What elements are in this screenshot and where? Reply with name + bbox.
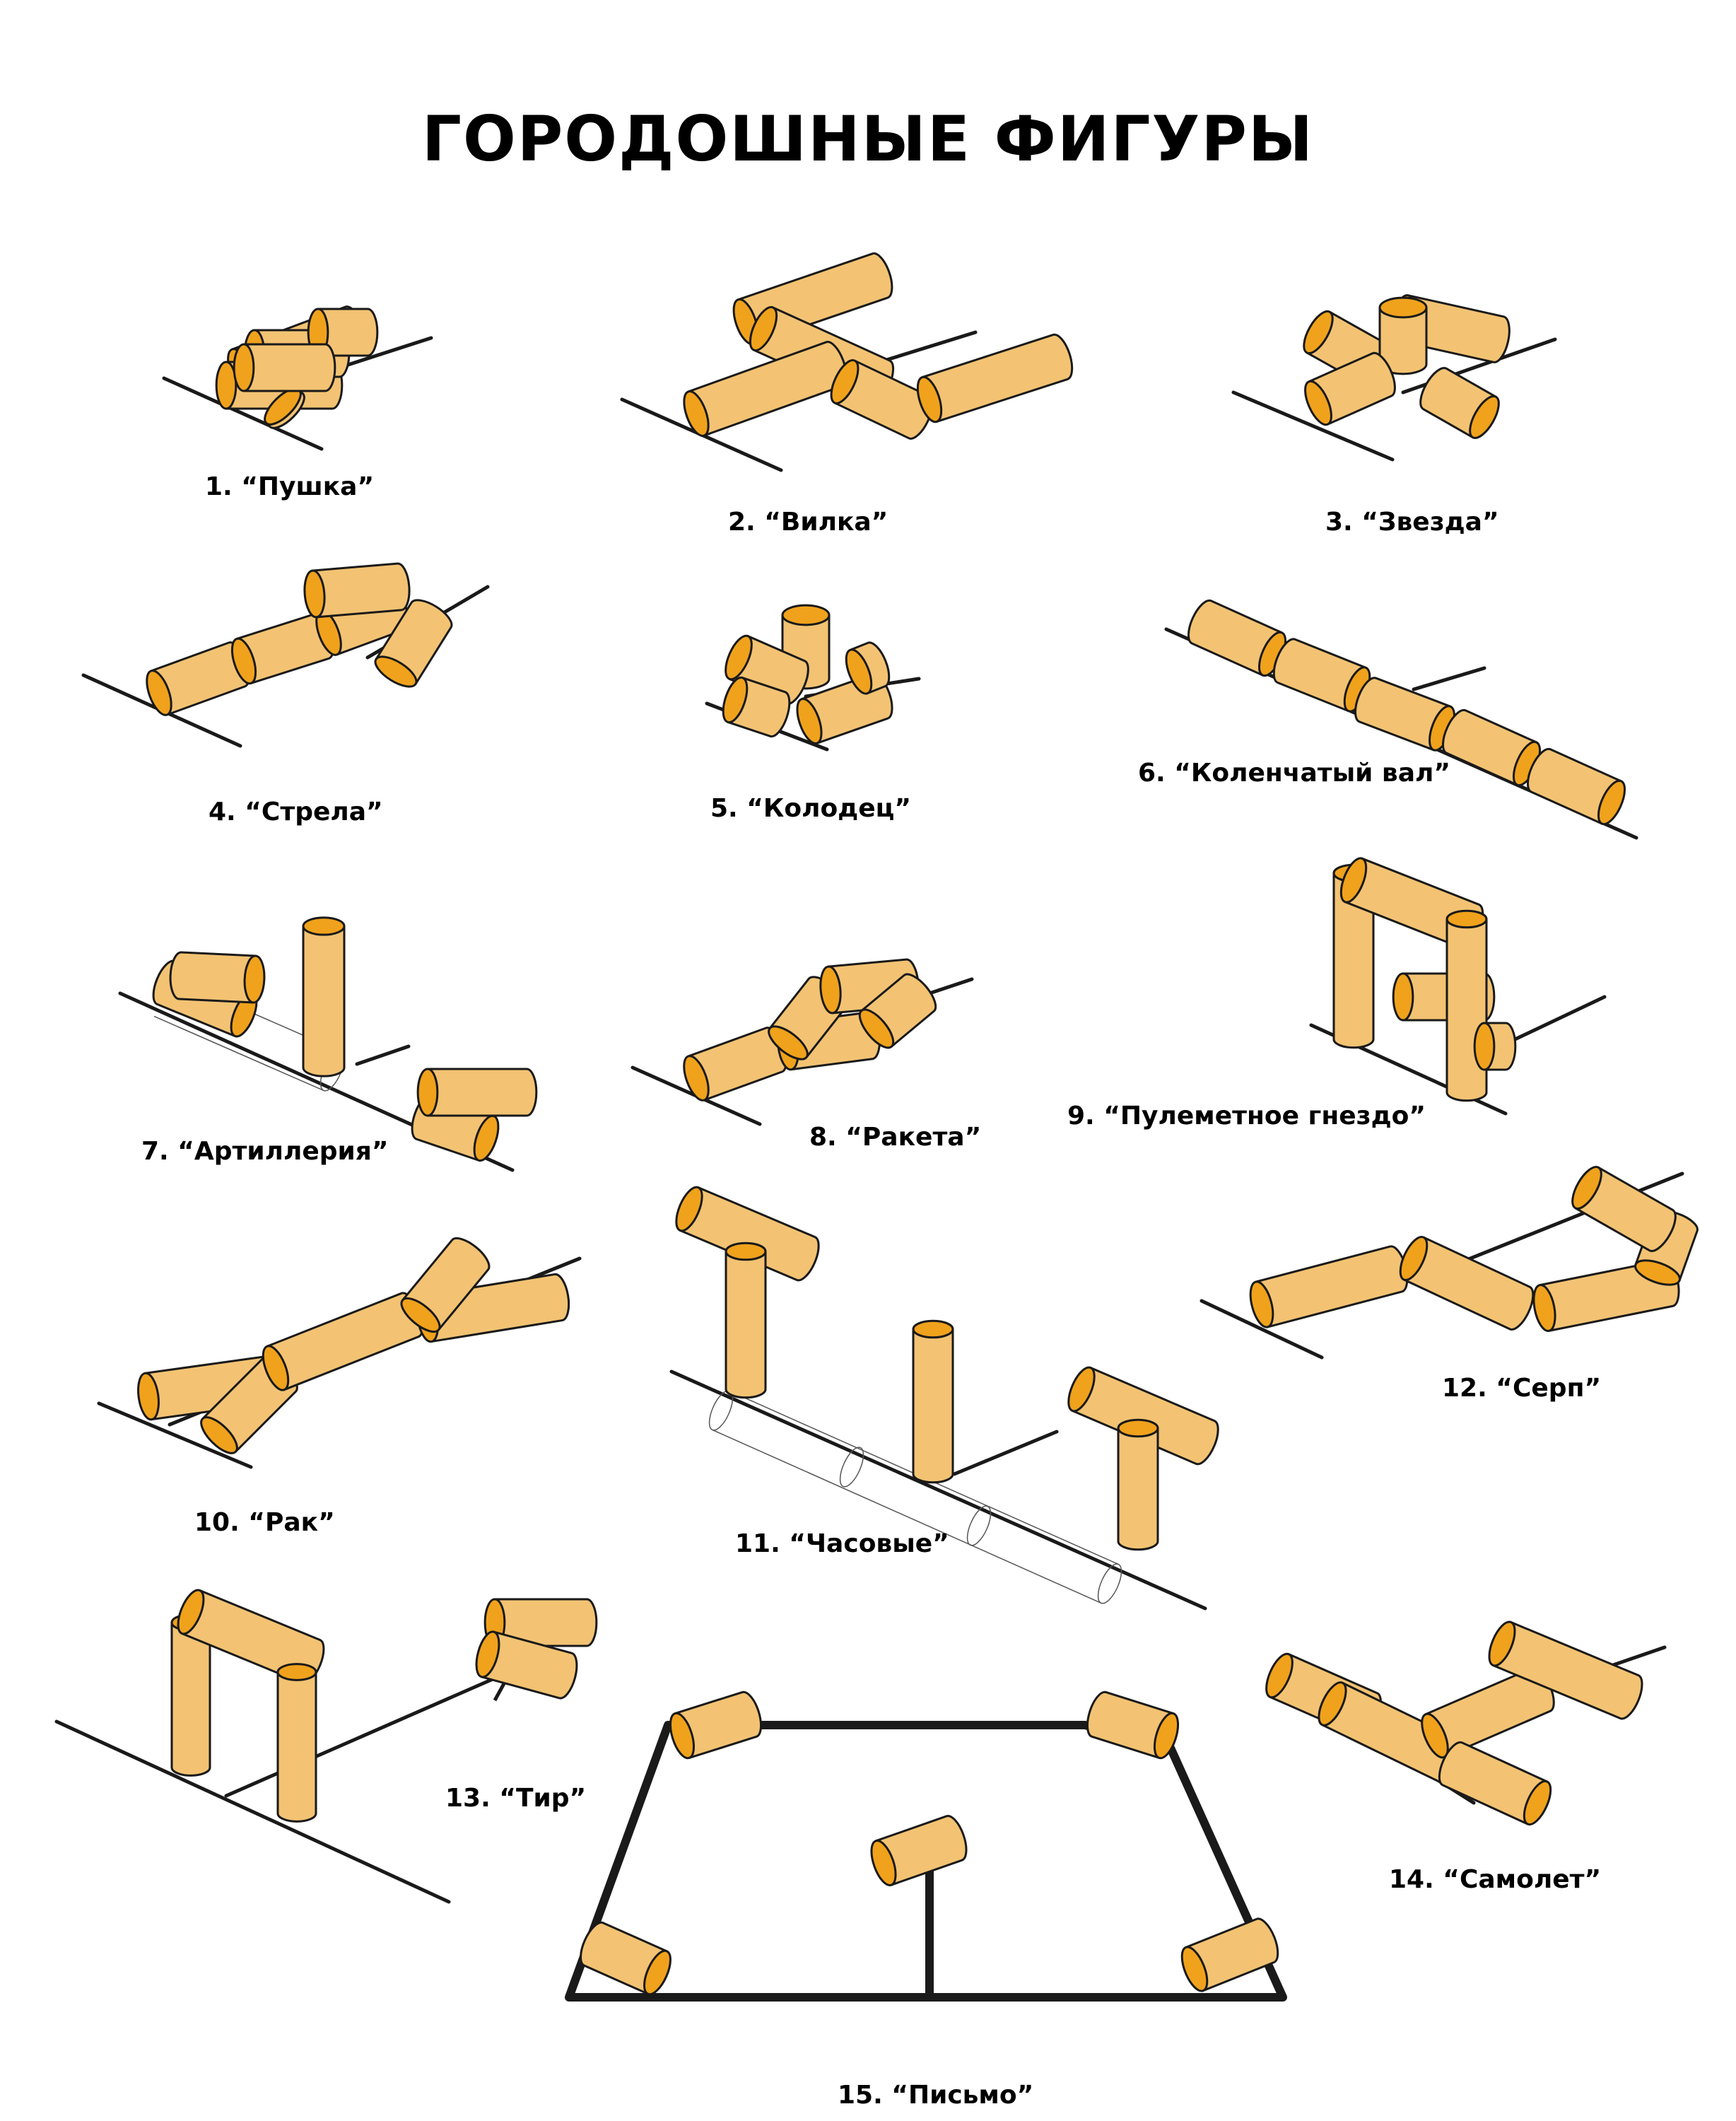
pin-10c [262,1292,424,1391]
pin-15b [1086,1690,1180,1760]
label-figure-12: 12. “Серп” [1442,1374,1602,1403]
label-figure-1: 1. “Пушка” [205,472,375,501]
label-figure-7: 7. “Артиллерия” [141,1137,389,1166]
pin-10e [400,1237,491,1333]
pin-7b [169,951,266,1004]
pin-11a [675,1186,820,1282]
label-figure-15: 15. “Письмо” [838,2081,1034,2110]
pin-6c [1354,677,1455,752]
court-line [54,1719,451,1904]
pin-6d [1442,708,1542,787]
label-figure-3: 3. “Звезда” [1325,508,1499,537]
pin-14d [1488,1620,1643,1720]
court-line [162,376,324,451]
pin-6a [1187,599,1287,677]
court-line [1412,666,1486,691]
pin-6b [1272,638,1371,713]
court-line [669,1369,1207,1611]
pin-11e [1117,1418,1159,1551]
pin-14e [1438,1741,1552,1826]
court-line [1433,1171,1684,1275]
pin-13b [177,1589,325,1685]
page-title: ГОРОДОШНЫЕ ФИГУРЫ [421,103,1315,175]
ghost-ring [966,1505,992,1546]
pin-15a [669,1690,762,1760]
pin-3d [1304,351,1396,426]
pin-8a [683,1027,787,1102]
pin-8e [858,973,937,1049]
label-figure-9: 9. “Пулеметное гнездо” [1067,1102,1426,1130]
label-figure-5: 5. “Колодец” [710,794,912,823]
pin-9d [1445,909,1488,1102]
pin-12a [1249,1245,1409,1328]
pin-1f [233,343,336,392]
pin-13c [276,1663,317,1823]
pin-15e [1180,1917,1279,1992]
label-figure-8: 8. “Ракета” [809,1123,982,1152]
pin-3e [1419,367,1500,439]
pin-15c [870,1815,968,1886]
label-figure-13: 13. “Тир” [445,1784,587,1813]
pin-9e [1473,1022,1517,1071]
pin-2e [916,333,1074,423]
pin-3c [1378,296,1428,375]
label-figure-10: 10. “Рак” [194,1508,335,1537]
label-figure-11: 11. “Часовые” [735,1529,949,1558]
pin-12b [1399,1236,1535,1331]
ghost-ring [839,1447,864,1488]
pin-11c [912,1319,954,1484]
ghost-ring [1097,1563,1122,1604]
pin-1c [264,387,305,429]
label-figure-2: 2. “Вилка” [728,508,888,537]
pin-5e [845,641,891,695]
pin-12e [1571,1166,1677,1252]
pin-11d [1067,1366,1219,1466]
court-line [355,1044,411,1066]
court-line [952,1430,1059,1476]
court-line [1231,390,1395,462]
pin-7e [416,1068,538,1117]
pin-5c [722,676,791,738]
court-line [224,1670,511,1798]
label-figure-4: 4. “Стрела” [209,797,383,826]
pin-2c [683,341,848,437]
pin-4d [303,562,411,619]
court-line [97,1401,253,1469]
pin-11b [725,1241,767,1399]
court-line [1200,1299,1324,1360]
pin-15d [580,1921,671,1996]
pin-6e [1527,747,1626,826]
pin-4e [374,599,453,688]
pin-7c [302,916,346,1077]
pin-13e [475,1630,578,1700]
pins-layer [137,252,1699,1996]
label-figure-14: 14. “Самолет” [1389,1865,1602,1894]
label-figure-6: 6. “Коленчатый вал” [1138,759,1451,788]
